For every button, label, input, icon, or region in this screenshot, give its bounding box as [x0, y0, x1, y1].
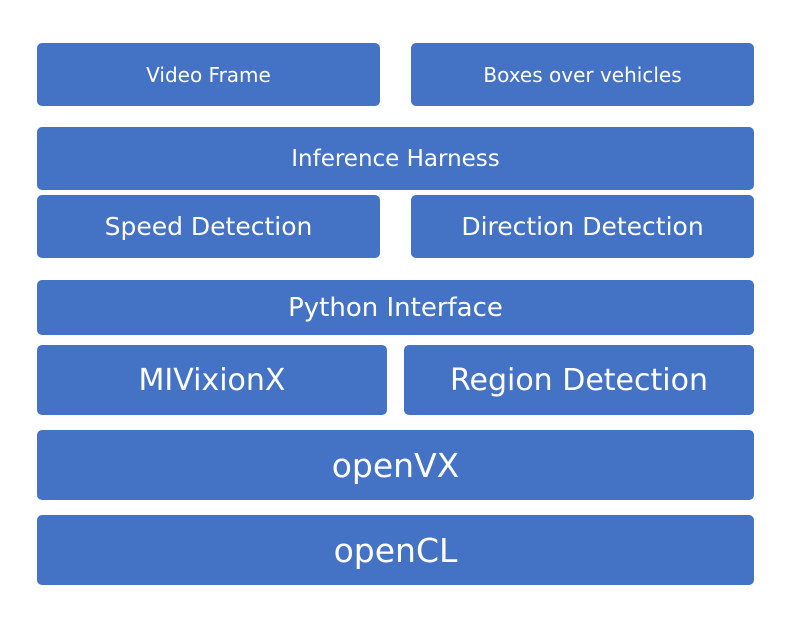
python-interface-label: Python Interface: [288, 292, 503, 323]
region-detection-box: Region Detection: [404, 345, 754, 415]
mivisionx-label: MIVixionX: [138, 362, 286, 398]
speed-detection-box: Speed Detection: [37, 195, 380, 258]
boxes-over-vehicles-label: Boxes over vehicles: [483, 62, 682, 87]
region-detection-label: Region Detection: [450, 362, 708, 398]
direction-detection-box: Direction Detection: [411, 195, 754, 258]
inference-harness-label: Inference Harness: [291, 145, 500, 172]
video-frame-label: Video Frame: [146, 62, 271, 87]
boxes-over-vehicles-box: Boxes over vehicles: [411, 43, 754, 106]
direction-detection-label: Direction Detection: [461, 212, 704, 241]
opencl-label: openCL: [333, 530, 458, 570]
opencl-box: openCL: [37, 515, 754, 585]
openvx-label: openVX: [331, 445, 460, 485]
mivisionx-box: MIVixionX: [37, 345, 387, 415]
inference-harness-box: Inference Harness: [37, 127, 754, 190]
video-frame-box: Video Frame: [37, 43, 380, 106]
openvx-box: openVX: [37, 430, 754, 500]
python-interface-box: Python Interface: [37, 280, 754, 335]
speed-detection-label: Speed Detection: [104, 212, 313, 241]
